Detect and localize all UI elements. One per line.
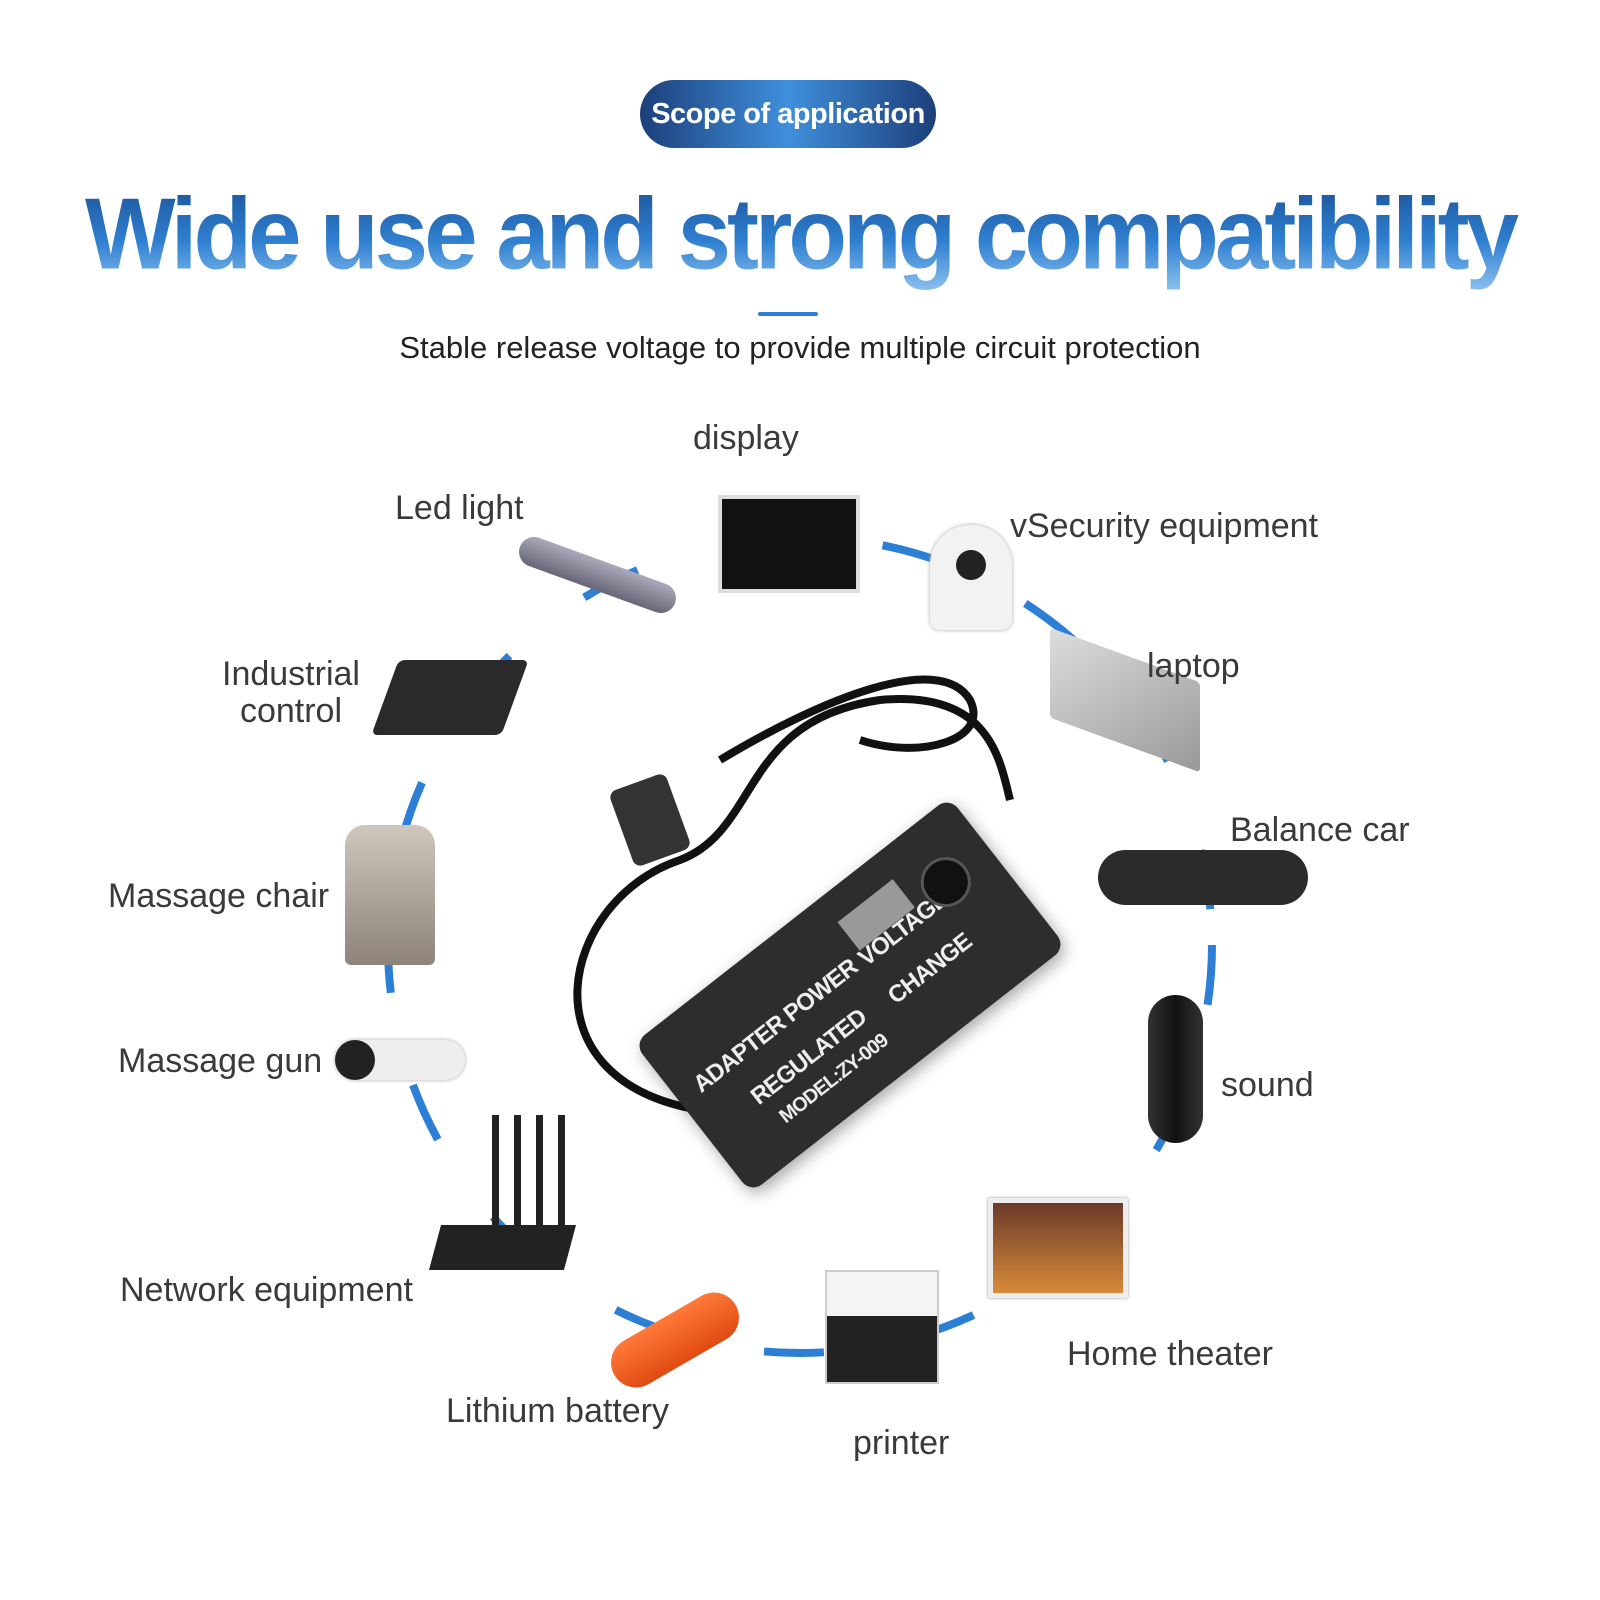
printer-image — [825, 1270, 939, 1384]
label-industrial-line1: Industrial — [222, 655, 360, 693]
label-security-equipment: vSecurity equipment — [1010, 507, 1319, 545]
display-image — [718, 495, 860, 593]
sound-speaker-image — [1148, 995, 1203, 1143]
page-title: Wide use and strong compatibility — [0, 177, 1600, 293]
massage-gun-image — [335, 1040, 465, 1080]
label-led-light: Led light — [395, 489, 524, 527]
balance-car-image — [1098, 850, 1308, 905]
home-theater-image — [988, 1198, 1128, 1298]
label-industrial-line2: control — [239, 692, 343, 731]
page-subtitle: Stable release voltage to provide multip… — [399, 330, 1201, 365]
massage-chair-image — [345, 825, 435, 965]
scope-badge-label: Scope of application — [651, 97, 925, 130]
label-balance-car: Balance car — [1230, 811, 1410, 849]
label-sound: sound — [1221, 1066, 1314, 1104]
label-massage-gun: Massage gun — [118, 1042, 323, 1080]
label-network-equipment: Network equipment — [120, 1271, 413, 1309]
security-camera-image — [930, 525, 1012, 630]
router-antennas — [492, 1115, 572, 1230]
label-display: display — [693, 419, 799, 457]
label-lithium-battery: Lithium battery — [446, 1392, 669, 1430]
label-home-theater: Home theater — [1067, 1335, 1273, 1373]
label-massage-chair: Massage chair — [108, 877, 330, 915]
label-printer: printer — [853, 1424, 950, 1462]
scope-badge: Scope of application — [640, 80, 936, 148]
label-laptop: laptop — [1147, 647, 1240, 685]
label-industrial-control: Industrial control — [222, 655, 360, 731]
title-divider — [758, 312, 818, 316]
